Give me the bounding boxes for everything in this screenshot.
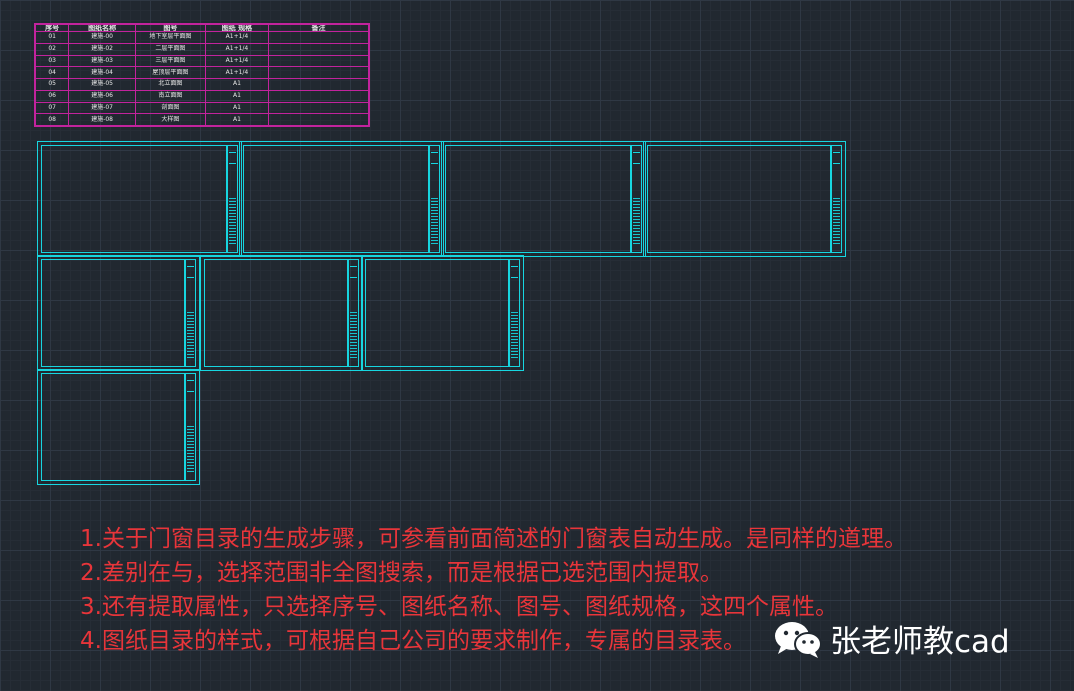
cell-sheet-name: 建施-04 bbox=[68, 66, 136, 79]
watermark: 张老师教cad bbox=[768, 614, 1010, 662]
sheet-border bbox=[243, 145, 429, 253]
drawing-sheet-frame[interactable] bbox=[37, 369, 200, 485]
cell-remark bbox=[268, 78, 369, 91]
cell-drawing-no: 二层平面图 bbox=[134, 42, 206, 56]
drawing-list-table[interactable]: 序号 图纸名称 图号 图纸 规格 备注 01 建施-00 地下室层平面图 A1+… bbox=[34, 23, 370, 127]
cell-sheet-size: A1+1/4 bbox=[204, 42, 270, 56]
cell-sheet-name: 建施-05 bbox=[68, 78, 136, 91]
cell-sheet-name: 建施-00 bbox=[68, 31, 136, 44]
sheet-border bbox=[365, 259, 509, 367]
cell-sheet-size: A1+1/4 bbox=[204, 66, 270, 79]
instruction-notes: 1.关于门窗目录的生成步骤，可参看前面简述的门窗表自动生成。是同样的道理。 2.… bbox=[80, 522, 1070, 658]
drawing-sheet-frame[interactable] bbox=[643, 141, 846, 257]
title-block bbox=[631, 145, 642, 253]
table-row: 05 建施-05 北立面图 A1 bbox=[34, 78, 369, 91]
drawing-sheet-frame[interactable] bbox=[37, 141, 242, 257]
sheet-border bbox=[41, 373, 185, 481]
cell-remark bbox=[268, 42, 369, 56]
cell-drawing-no: 大样图 bbox=[134, 113, 206, 126]
cell-sheet-size: A1 bbox=[204, 89, 270, 103]
note-line: 1.关于门窗目录的生成步骤，可参看前面简述的门窗表自动生成。是同样的道理。 bbox=[80, 526, 907, 552]
cell-remark bbox=[268, 101, 369, 115]
cell-sheet-name: 建施-02 bbox=[68, 42, 136, 56]
note-line: 4.图纸目录的样式，可根据自己公司的要求制作，专属的目录表。 bbox=[80, 628, 746, 654]
cell-sheet-size: A1 bbox=[204, 78, 270, 91]
cell-drawing-no: 屋顶层平面图 bbox=[134, 66, 206, 79]
header-drawing-no: 图号 bbox=[134, 24, 206, 32]
header-remark: 备注 bbox=[268, 24, 369, 32]
drawing-sheet-frame[interactable] bbox=[239, 141, 444, 257]
drawing-sheet-frame[interactable] bbox=[37, 255, 200, 371]
drawing-sheet-frame[interactable] bbox=[200, 255, 363, 371]
cell-index: 06 bbox=[34, 89, 70, 103]
watermark-text: 张老师教cad bbox=[830, 623, 1010, 660]
table-row: 02 建施-02 二层平面图 A1+1/4 bbox=[34, 42, 369, 56]
cell-index: 01 bbox=[34, 31, 70, 44]
cell-remark bbox=[268, 66, 369, 79]
cell-remark bbox=[268, 31, 369, 44]
title-block bbox=[831, 145, 842, 253]
sheet-border bbox=[445, 145, 631, 253]
table-row: 07 建施-07 剖面图 A1 bbox=[34, 101, 369, 115]
title-block bbox=[185, 373, 196, 481]
header-index: 序号 bbox=[34, 24, 70, 32]
sheet-border bbox=[41, 259, 185, 367]
cell-index: 04 bbox=[34, 66, 70, 79]
title-block bbox=[509, 259, 520, 367]
cell-remark bbox=[268, 113, 369, 126]
cell-sheet-name: 建施-06 bbox=[68, 89, 136, 103]
note-line: 2.差别在与，选择范围非全图搜索，而是根据已选范围内提取。 bbox=[80, 560, 723, 586]
cell-sheet-name: 建施-07 bbox=[68, 101, 136, 115]
header-sheet-size: 图纸 规格 bbox=[204, 24, 270, 32]
note-line: 3.还有提取属性，只选择序号、图纸名称、图号、图纸规格，这四个属性。 bbox=[80, 594, 838, 620]
table-row: 06 建施-06 南立面图 A1 bbox=[34, 89, 369, 103]
cell-remark bbox=[268, 54, 369, 68]
cell-sheet-size: A1+1/4 bbox=[204, 54, 270, 68]
table-row: 08 建施-08 大样图 A1 bbox=[34, 113, 369, 126]
cell-index: 08 bbox=[34, 113, 70, 126]
cell-remark bbox=[268, 89, 369, 103]
header-sheet-name: 图纸名称 bbox=[68, 24, 136, 32]
cell-sheet-name: 建施-08 bbox=[68, 113, 136, 126]
title-block bbox=[185, 259, 196, 367]
table-row: 01 建施-00 地下室层平面图 A1+1/4 bbox=[34, 31, 369, 44]
cell-sheet-size: A1+1/4 bbox=[204, 31, 270, 44]
title-block bbox=[227, 145, 238, 253]
drawing-list-header-row: 序号 图纸名称 图号 图纸 规格 备注 bbox=[34, 24, 369, 32]
cell-sheet-size: A1 bbox=[204, 113, 270, 126]
title-block bbox=[348, 259, 359, 367]
cell-drawing-no: 北立面图 bbox=[134, 78, 206, 91]
drawing-sheet-frame[interactable] bbox=[441, 141, 646, 257]
cell-index: 05 bbox=[34, 78, 70, 91]
cell-sheet-size: A1 bbox=[204, 101, 270, 115]
sheet-border bbox=[204, 259, 348, 367]
cell-sheet-name: 建施-03 bbox=[68, 54, 136, 68]
cell-drawing-no: 三层平面图 bbox=[134, 54, 206, 68]
cell-drawing-no: 南立面图 bbox=[134, 89, 206, 103]
cell-index: 02 bbox=[34, 42, 70, 56]
sheet-border bbox=[41, 145, 227, 253]
cell-drawing-no: 剖面图 bbox=[134, 101, 206, 115]
cell-index: 07 bbox=[34, 101, 70, 115]
table-row: 04 建施-04 屋顶层平面图 A1+1/4 bbox=[34, 66, 369, 79]
cell-index: 03 bbox=[34, 54, 70, 68]
sheet-border bbox=[647, 145, 831, 253]
cell-drawing-no: 地下室层平面图 bbox=[134, 31, 206, 44]
table-row: 03 建施-03 三层平面图 A1+1/4 bbox=[34, 54, 369, 68]
wechat-icon bbox=[768, 616, 828, 660]
title-block bbox=[429, 145, 440, 253]
drawing-sheet-frame[interactable] bbox=[361, 255, 524, 371]
